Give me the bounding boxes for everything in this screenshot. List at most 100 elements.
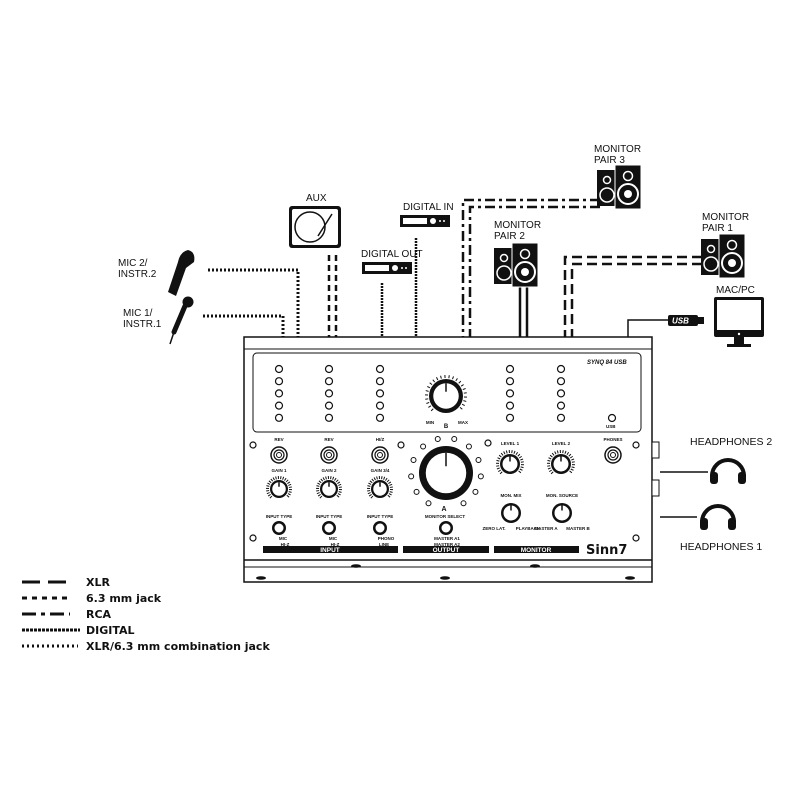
monitor-pair-1-label: MONITOR [702,212,749,223]
monitor-pair-2-label-2: PAIR 2 [494,231,525,242]
input-jack-2[interactable] [320,446,338,464]
gain-2-knob[interactable] [315,475,343,499]
svg-text:GAIN 3/4: GAIN 3/4 [371,468,390,473]
section-monitor: MONITOR [521,547,552,554]
led-indicator [274,401,284,410]
cable-mic1 [203,314,285,337]
monitor-pair-2-speakers-icon [494,242,539,288]
headphones-1-label: HEADPHONES 1 [680,541,762,553]
input-type-3-button[interactable] [373,521,387,535]
svg-text:MASTER B: MASTER B [566,526,590,531]
input-jack-3[interactable] [371,446,389,464]
svg-text:XLR/6.3 mm combination jack: XLR/6.3 mm combination jack [86,640,270,653]
led-indicator [324,401,334,410]
svg-text:XLR: XLR [86,576,110,589]
svg-text:PLAYBACK: PLAYBACK [516,526,541,531]
led-indicator [505,364,515,374]
panel-labels: REV REV HI/Z PHONES GAIN 1 GAIN 2 GAIN 3… [266,420,623,547]
ring-led [408,473,415,480]
led-indicator [375,413,385,422]
brand-logo: Sinn7 [586,543,627,558]
led-indicator [505,389,515,398]
master-b-knob[interactable] [425,375,467,413]
svg-text:MAX: MAX [458,420,468,425]
monitor-pair-1-speakers-icon [701,233,746,279]
led-indicator [274,377,284,386]
led-indicator [505,401,515,410]
monitor-select-button[interactable] [439,521,453,535]
led-indicator [505,377,515,386]
gain-1-knob[interactable] [265,475,293,499]
legend-jack: 6.3 mm jack [22,592,162,605]
gain-3-4-knob[interactable] [366,475,394,499]
ring-led [465,443,472,450]
level-1-knob[interactable] [495,449,525,475]
svg-text:GAIN 2: GAIN 2 [321,468,337,473]
mic2-label-2: INSTR.2 [118,269,157,280]
svg-text:MASTER A: MASTER A [534,526,558,531]
led-indicator [274,389,284,398]
level-2-knob[interactable] [546,449,576,475]
svg-text:ZERO LAT.: ZERO LAT. [483,526,506,531]
cable-usb [627,319,670,337]
svg-text:MONITOR SELECT: MONITOR SELECT [425,514,465,519]
svg-text:GAIN 1: GAIN 1 [271,468,287,473]
svg-text:INPUT TYPE: INPUT TYPE [266,514,293,519]
led-indicator [556,413,566,422]
legend-digital: DIGITAL [22,624,135,637]
cable-monitor3-b [468,205,600,337]
led-indicator [375,364,385,374]
svg-text:HI-Z: HI-Z [281,542,290,547]
svg-text:LEVEL 1: LEVEL 1 [501,441,520,446]
cable-monitor1-b [570,262,702,337]
svg-text:HI/Z: HI/Z [376,437,385,442]
ring-led [475,456,482,463]
ring-led [410,456,417,463]
legend-rca: RCA [22,608,112,621]
panel-controls [265,375,622,535]
led-indicator [556,377,566,386]
ring-led [460,500,467,507]
input-jack-1[interactable] [270,446,288,464]
monitor-pair-3-speakers-icon [597,164,642,210]
usb-led-label: USB [606,424,616,429]
monitor-pair-2-label: MONITOR [494,220,541,231]
microphone-icon [169,296,194,345]
ring-led [434,435,441,442]
ring-led [451,435,458,442]
cable-monitor1-a [563,255,702,337]
headphones-2-label: HEADPHONES 2 [690,436,772,448]
cable-mic2 [208,268,300,337]
phones-jack[interactable] [604,446,622,464]
mon-source-knob[interactable] [552,503,572,523]
section-bars: INPUT OUTPUT MONITOR [263,546,579,554]
mon-mix-knob[interactable] [501,503,521,523]
svg-text:MON. MIX: MON. MIX [501,493,522,498]
section-input: INPUT [320,547,340,554]
digital-out-device-icon [362,262,412,274]
computer-monitor-icon [714,297,764,347]
svg-text:6.3 mm jack: 6.3 mm jack [86,592,162,605]
input-type-1-button[interactable] [272,521,286,535]
turntable-icon [289,206,341,248]
led-indicator [505,413,515,422]
guitar-icon [166,250,195,296]
monitor-pair-3-label: MONITOR [594,144,641,155]
usb-led [607,413,617,423]
mic1-label-2: INSTR.1 [123,319,162,330]
svg-text:DIGITAL: DIGITAL [86,624,135,637]
svg-text:RCA: RCA [86,608,112,621]
headphones-1-icon [700,504,736,530]
headphones-2-icon [710,458,746,484]
led-indicator [375,377,385,386]
ring-led [425,500,432,507]
monitor-pair-3-label-2: PAIR 3 [594,155,625,166]
section-output: OUTPUT [433,547,460,554]
led-meters [274,364,617,423]
input-type-2-button[interactable] [322,521,336,535]
led-indicator [556,389,566,398]
legend-xlr: XLR [22,576,110,589]
master-a-knob[interactable] [419,446,473,500]
ring-led [413,488,420,495]
svg-text:PHONO: PHONO [378,536,395,541]
